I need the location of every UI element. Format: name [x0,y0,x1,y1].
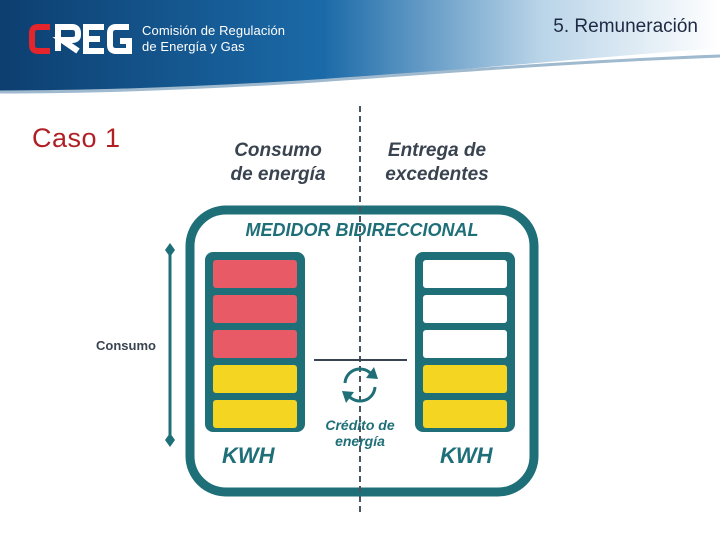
consumption-side-label: Consumo [96,338,156,353]
energy-consumption-heading: Consumo de energía [230,140,326,185]
header-band: Comisión de Regulación de Energía y Gas … [0,0,720,100]
creg-logo-mark [29,24,132,54]
section-title: 5. Remuneración [553,16,698,37]
right-bar-4 [423,365,507,393]
right-bar-2 [423,295,507,323]
org-name-line-1: Comisión de Regulación [142,23,286,38]
left-bar-4 [213,365,297,393]
left-bar-1 [213,260,297,288]
meter-title: MEDIDOR BIDIRECCIONAL [245,220,479,240]
left-bar-2 [213,295,297,323]
case-title: Caso 1 [32,123,121,153]
left-unit-label: KWH [222,443,275,468]
header-background [0,0,720,94]
right-bars [423,260,507,428]
right-bar-5 [423,400,507,428]
range-top-marker [165,243,175,257]
meter-frame [185,205,539,497]
energy-credit-label: Crédito de energía [325,417,395,449]
left-bar-3 [213,330,297,358]
surplus-delivery-heading: Entrega de excedentes [385,140,489,185]
org-name-line-2: de Energía y Gas [142,39,245,54]
range-bottom-marker [165,433,175,447]
right-unit-label: KWH [440,443,493,468]
right-bar-3 [423,330,507,358]
creg-logo: Comisión de Regulación de Energía y Gas [28,20,328,60]
left-bar-5 [213,400,297,428]
right-bar-1 [423,260,507,288]
credit-cycle-icon [342,367,378,403]
left-bars [213,260,297,428]
